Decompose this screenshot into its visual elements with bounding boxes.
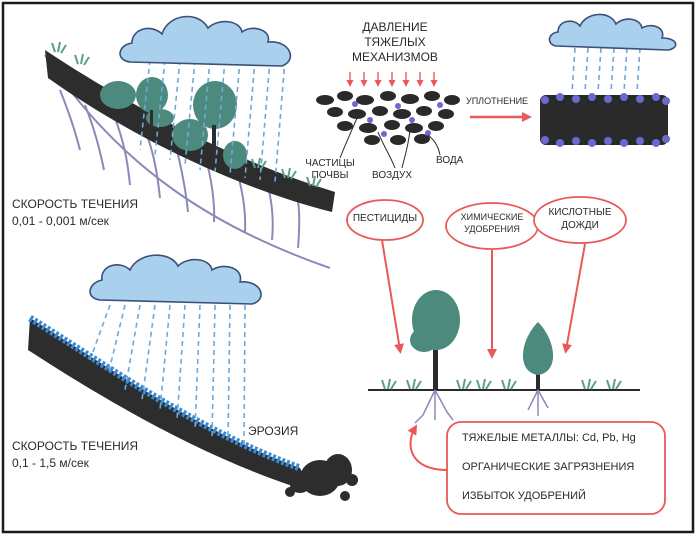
pressure-arrows [346,72,438,87]
pressure-label-line3: МЕХАНИЗМОВ [352,50,438,64]
pesticides-label: ПЕСТИЦИДЫ [352,213,418,224]
flow-speed-top-label: СКОРОСТЬ ТЕЧЕНИЯ [12,197,139,211]
soil-particles-label-line1: ЧАСТИЦЫ [305,158,355,169]
pressure-label-line1: ДАВЛЕНИЕ [362,20,428,34]
pollutant-callouts [346,196,627,250]
cloud-top-right [548,13,677,51]
compacted-soil [540,93,670,147]
acid-rain-bubble [533,196,627,244]
pesticides-bubble [346,199,424,241]
cloud-bottom-left [89,254,262,305]
acid-rain-label-line2: ДОЖДИ [561,220,599,231]
pollutant-arrows [381,239,586,359]
erosion-label: ЭРОЗИЯ [248,424,299,438]
heavy-metals-label: ТЯЖЕЛЫЕ МЕТАЛЛЫ: Cd, Pb, Hg [462,432,636,444]
contaminants-box [446,421,666,515]
loose-soil-particles [316,91,460,145]
excess-fertilizer-label: ИЗБЫТОК УДОБРЕНИЙ [462,490,586,502]
air-label: ВОЗДУХ [372,170,413,181]
pressure-label-line2: ТЯЖЕЛЫХ [364,35,426,49]
organic-pollution-label: ОРГАНИЧЕСКИЕ ЗАГРЯЗНЕНИЯ [462,461,635,473]
flow-value-top-label: 0,01 - 0,001 м/сек [12,214,109,228]
ground-roots [414,389,549,424]
fertilizers-label-line2: УДОБРЕНИЯ [464,224,520,234]
eroded-slope [28,315,358,501]
slope-grass [51,41,322,188]
uptake-arrow [407,424,448,471]
fertilizers-label-line1: ХИМИЧЕСКИЕ [460,212,524,222]
water-label: ВОДА [436,155,464,166]
slope-trees [100,77,247,169]
compaction-label: УПЛОТНЕНИЕ [466,96,529,106]
rain-top-left [139,59,286,183]
cloud-top-left [119,15,292,67]
particle-pointers [339,117,441,169]
ground-trees [410,290,554,390]
flow-value-bottom-label: 0,1 - 1,5 м/сек [12,456,89,470]
flow-speed-bottom-label: СКОРОСТЬ ТЕЧЕНИЯ [12,439,139,453]
rain-top-right [571,47,641,93]
soil-particles-label-line2: ПОЧВЫ [311,170,349,181]
slope-soil [45,50,335,212]
eroded-slope-soil [28,318,312,492]
runoff-water [28,315,302,472]
rain-bottom-left [89,304,246,446]
erosion-debris [285,454,358,501]
ground-grass [381,378,622,390]
vegetated-slope [44,41,335,269]
acid-rain-label-line1: КИСЛОТНЫЕ [548,207,612,218]
